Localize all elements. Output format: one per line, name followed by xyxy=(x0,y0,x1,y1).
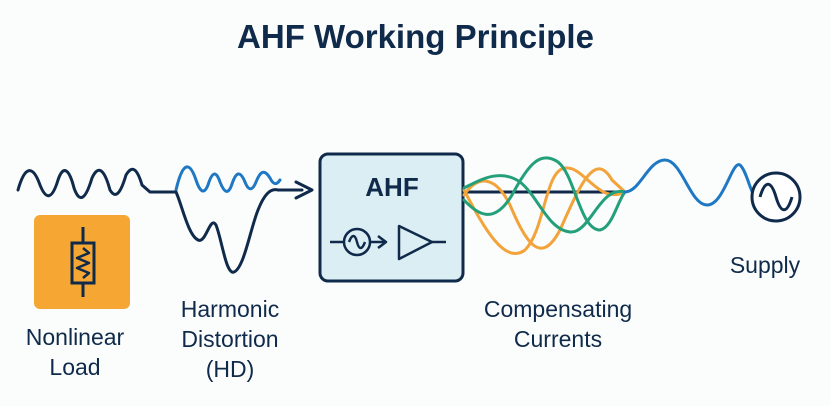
supply-label: Supply xyxy=(729,252,801,278)
compensating-wave-green-2 xyxy=(462,174,627,234)
compensating-wave-orange-2 xyxy=(462,166,627,255)
harmonic-distortion-label: Harmonic Distortion (HD) xyxy=(180,296,280,382)
amplifier-icon xyxy=(397,224,446,261)
nonlinear-load-label: Nonlinear Load xyxy=(25,324,125,380)
ahf-label: AHF xyxy=(365,172,418,202)
diagram-title: AHF Working Principle xyxy=(237,18,594,55)
distorted-waveform xyxy=(16,167,178,200)
compensating-currents-label: Compensating Currents xyxy=(483,296,633,352)
harmonic-waveform xyxy=(174,165,282,193)
distortion-dip xyxy=(174,188,304,274)
input-arrow xyxy=(294,180,314,200)
nonlinear-load-block xyxy=(34,215,130,309)
resistor-icon xyxy=(70,227,96,297)
ac-source-icon xyxy=(750,171,802,223)
compensating-wave-green xyxy=(462,156,627,232)
compensating-wave-orange xyxy=(462,167,627,250)
ahf-block xyxy=(318,152,465,283)
sine-source-icon xyxy=(330,227,388,257)
clean-sine-waveform xyxy=(623,158,756,207)
